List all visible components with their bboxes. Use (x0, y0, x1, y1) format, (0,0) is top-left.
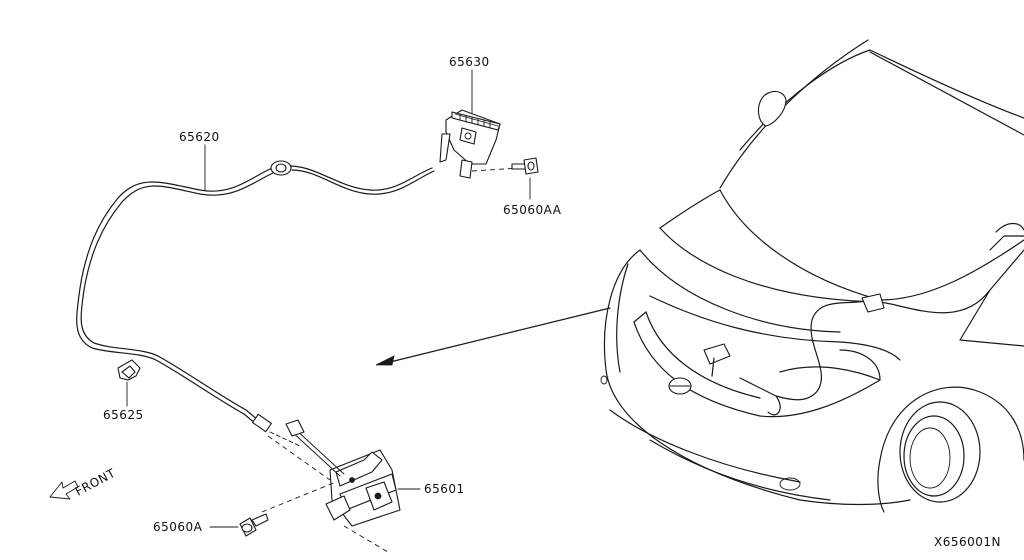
part-label-65060aa: 65060AA (503, 203, 562, 217)
leader-lines (126, 69, 531, 528)
cable-grommet (270, 160, 292, 176)
latch-guide-lines (261, 435, 389, 553)
hood-lock-latch (285, 419, 401, 527)
bolt-65060aa (511, 157, 539, 175)
cable-end-fitting (252, 413, 301, 447)
cable-clip (117, 359, 141, 381)
front-label: FRONT (73, 466, 118, 499)
diagram-code: X656001N (934, 535, 1001, 549)
location-pointer-arrow (375, 307, 611, 366)
part-label-65630: 65630 (449, 55, 490, 69)
part-label-65620: 65620 (179, 130, 220, 144)
front-direction-indicator: FRONT (49, 466, 118, 500)
part-label-65625: 65625 (103, 408, 144, 422)
front-arrow-icon (49, 480, 79, 500)
hood-release-cable (76, 160, 435, 447)
vehicle-front-view (600, 39, 1024, 513)
bolt-65060a (239, 513, 269, 537)
hood-release-handle (439, 109, 501, 179)
part-label-65060a: 65060A (153, 520, 203, 534)
part-label-65601: 65601 (424, 482, 465, 496)
